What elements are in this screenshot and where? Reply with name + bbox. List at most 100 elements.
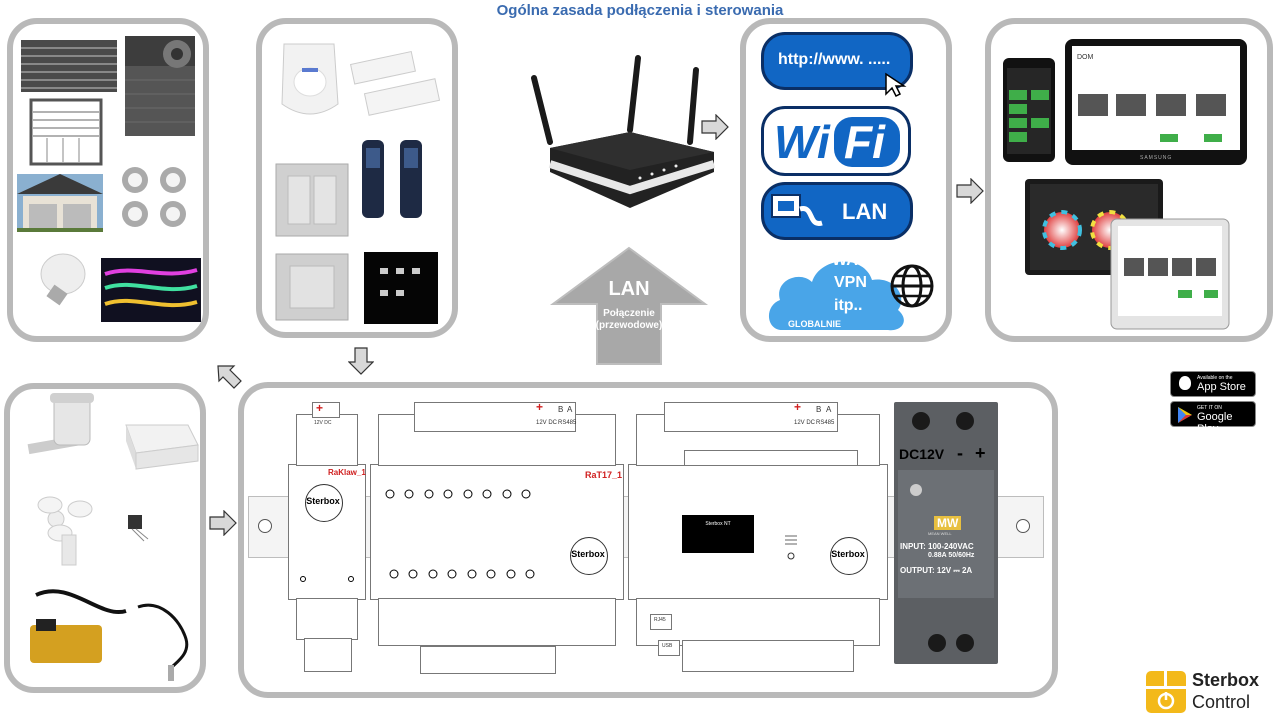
- rat17-brand: Sterbox: [571, 549, 605, 559]
- url-text: http://www. .....: [778, 51, 891, 68]
- raklaw-screw-left: [300, 576, 306, 582]
- env-sensors-illustration: [27, 393, 199, 681]
- pir-sensor-image: [281, 43, 339, 115]
- google-play-small: GET IT ON: [1197, 405, 1222, 411]
- arrow-panel2-down: [348, 347, 374, 375]
- psu-brand-sub: MEAN WELL: [928, 531, 952, 536]
- psu-minus: -: [957, 443, 963, 463]
- arrow-router-to-net: [701, 114, 729, 140]
- probe-sensor-image: [137, 603, 189, 681]
- psu-terminal-bottom-right: [956, 634, 974, 652]
- nt-rj45-label: RJ45: [654, 617, 666, 623]
- google-play-badge[interactable]: GET IT ON Google Play: [1170, 401, 1256, 435]
- rat17-name: RaT17_1: [585, 470, 623, 480]
- lan-pill-text: LAN: [842, 199, 888, 224]
- lan-up-arrow: [549, 246, 709, 365]
- tablet-brand: SAMSUNG: [1140, 155, 1173, 161]
- arrow-sensors-to-modules: [209, 510, 237, 536]
- panel-sensors: [256, 18, 458, 338]
- raklaw-top-block: [296, 414, 358, 466]
- beam-sensor-image: [362, 140, 422, 218]
- cloud-line-itp: itp..: [834, 297, 863, 314]
- raklaw-screw-right: [348, 576, 354, 582]
- raklaw-bottom-terminals: [304, 638, 352, 672]
- tablet-image: [1065, 39, 1247, 165]
- google-play-icon: [1178, 407, 1192, 423]
- google-play-big: Google Play: [1197, 411, 1233, 435]
- diagram-title: Ogólna zasada podłączenia i sterowania: [496, 2, 784, 19]
- flow-meter-image: [30, 589, 127, 663]
- single-switch-image: [275, 253, 349, 321]
- rail-hole-right: [1016, 519, 1030, 533]
- nt-bottom-terminals: [682, 640, 854, 672]
- rat17-plus-marker: +: [536, 400, 544, 414]
- garage-image: [17, 174, 103, 232]
- cloud-line-wan: WAN: [832, 252, 870, 269]
- arrow-net-to-devices: [956, 178, 984, 204]
- raklaw-top-terminals: [312, 402, 340, 418]
- nt-rs485-label: RS485: [816, 420, 835, 426]
- logo-line1: Sterbox: [1192, 670, 1260, 690]
- wifi-right-box: Fi: [834, 116, 900, 168]
- apple-icon: [1179, 376, 1191, 390]
- nt-screen-label: Sterbox NT: [705, 521, 731, 527]
- rat17-v12-label: 12V DC: [536, 420, 558, 426]
- wifi-pill: Wi Fi: [761, 106, 911, 176]
- humidity-box-image: [125, 424, 199, 470]
- nt-status-indicator: [785, 535, 797, 560]
- raklaw-brand-circle: [305, 484, 343, 522]
- rat17-bottom-block: [378, 598, 616, 646]
- rat17-brand-circle: [570, 537, 608, 575]
- door-contact-image: [349, 50, 441, 116]
- app-store-badge[interactable]: Available on the App Store: [1170, 371, 1256, 397]
- roller-shutter-image: [125, 36, 195, 136]
- nt-rj45-port: [650, 614, 672, 630]
- psu-output-text: OUTPUT: 12V ⎓ 2A: [900, 566, 973, 575]
- rat17-leds: [385, 489, 535, 579]
- logo-line2: Control: [1192, 692, 1251, 712]
- nt-top-terminals: [664, 402, 838, 432]
- psu-terminal-top-right: [956, 412, 974, 430]
- app-store-small: Available on the: [1197, 375, 1233, 381]
- nt-module: [628, 464, 888, 600]
- ethernet-cable-icon: [771, 194, 823, 226]
- light-switch-image: [275, 163, 349, 237]
- lan-pill: LAN: [761, 182, 913, 240]
- wifi-right-text: Fi: [844, 116, 885, 168]
- temp-sensor-image: [128, 515, 149, 542]
- psu-plus: +: [975, 443, 986, 463]
- psu-brand: MW: [934, 516, 962, 530]
- cursor-icon: [885, 72, 907, 98]
- panel-actuators: [7, 18, 209, 342]
- shutter-frame-image: [29, 98, 103, 166]
- sterbox-logo-icon: [1146, 671, 1186, 713]
- arrow-modules-to-actuators: [217, 365, 242, 389]
- cloud-image: [768, 261, 904, 331]
- rat17-pin-a: A: [567, 405, 573, 414]
- globe-icon: [890, 264, 934, 308]
- sensors-illustration: [275, 43, 441, 324]
- wifi-left-text: Wi: [774, 116, 830, 168]
- lan-arrow-sub2: (przewodowe): [595, 320, 663, 331]
- rail-hole-left: [258, 519, 272, 533]
- nt-bottom-block: [636, 598, 880, 646]
- cloud-footer: GLOBALNIE: [788, 319, 841, 329]
- touch-panel-image: [364, 252, 438, 324]
- large-tablet-image: [1110, 218, 1230, 330]
- lan-arrow-label: LAN: [608, 278, 650, 300]
- led-bulb-image: [40, 253, 86, 306]
- panel-env-sensors: [4, 383, 206, 693]
- psu-input-text: INPUT: 100-240VAC: [900, 542, 974, 551]
- nt-usb-label: USB: [662, 643, 673, 649]
- nt-brand-circle: [830, 537, 868, 575]
- psu-adj-knob: [910, 484, 922, 496]
- rain-sensor-image: [27, 393, 94, 455]
- raklaw-v12-label: 12V DC: [314, 420, 332, 426]
- anemometer-image: [37, 496, 93, 566]
- nt-io-terminals: [684, 450, 858, 466]
- smartphone-image: [1003, 58, 1055, 162]
- raklaw-plus-marker: +: [316, 401, 324, 415]
- raklaw-brand: Sterbox: [306, 496, 340, 506]
- gate-image: [21, 40, 117, 92]
- rat17-bottom-terminals: [420, 646, 556, 674]
